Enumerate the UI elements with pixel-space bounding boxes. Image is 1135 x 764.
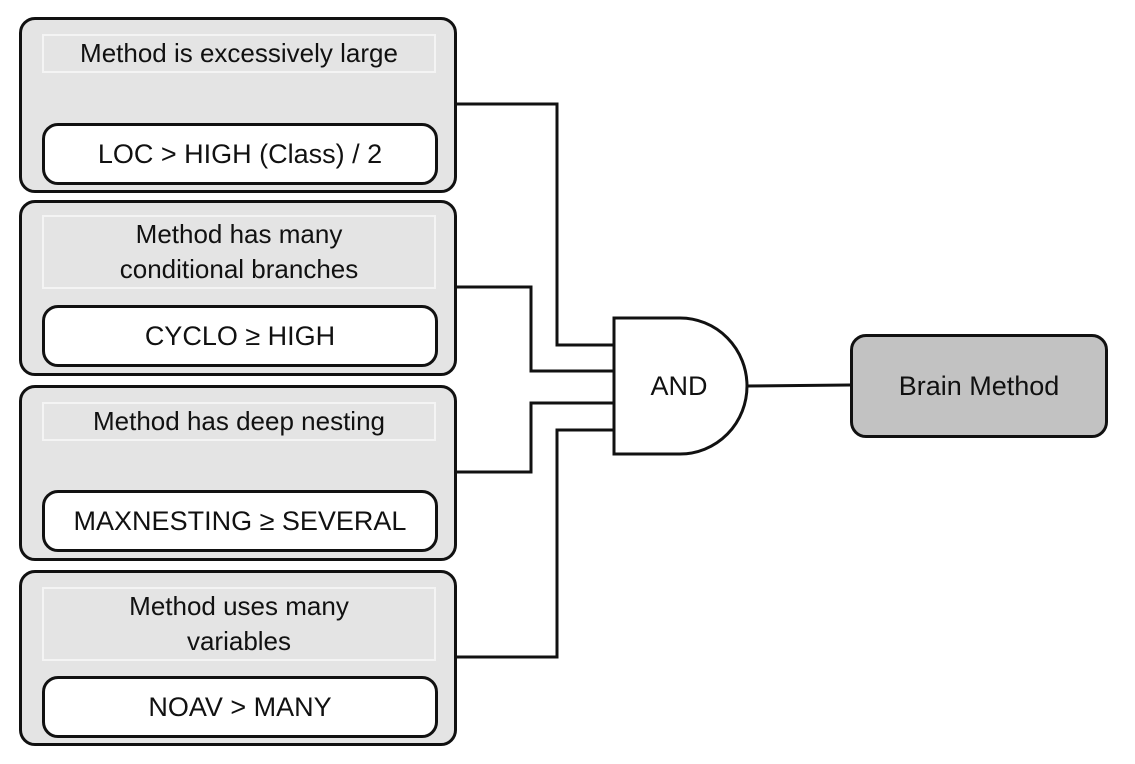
- condition-title: Method has many conditional branches: [42, 215, 436, 289]
- condition-box-3: Method has deep nesting MAXNESTING ≥ SEV…: [19, 385, 457, 561]
- and-gate-shape: [612, 316, 749, 456]
- metric-box: NOAV > MANY: [42, 676, 438, 738]
- result-box: Brain Method: [850, 334, 1108, 438]
- condition-title: Method is excessively large: [42, 34, 436, 73]
- condition-title: Method uses many variables: [42, 587, 436, 661]
- condition-box-1: Method is excessively large LOC > HIGH (…: [19, 17, 457, 193]
- connector-4: [457, 428, 614, 659]
- connector-1: [457, 102, 614, 347]
- condition-box-4: Method uses many variables NOAV > MANY: [19, 570, 457, 746]
- gate-output-line: [746, 383, 851, 388]
- metric-box: MAXNESTING ≥ SEVERAL: [42, 490, 438, 552]
- metric-box: LOC > HIGH (Class) / 2: [42, 123, 438, 185]
- and-gate-label: AND: [650, 371, 708, 401]
- metric-box: CYCLO ≥ HIGH: [42, 305, 438, 367]
- connector-2: [457, 285, 614, 373]
- condition-box-2: Method has many conditional branches CYC…: [19, 200, 457, 376]
- condition-title: Method has deep nesting: [42, 402, 436, 441]
- connector-3: [457, 401, 614, 474]
